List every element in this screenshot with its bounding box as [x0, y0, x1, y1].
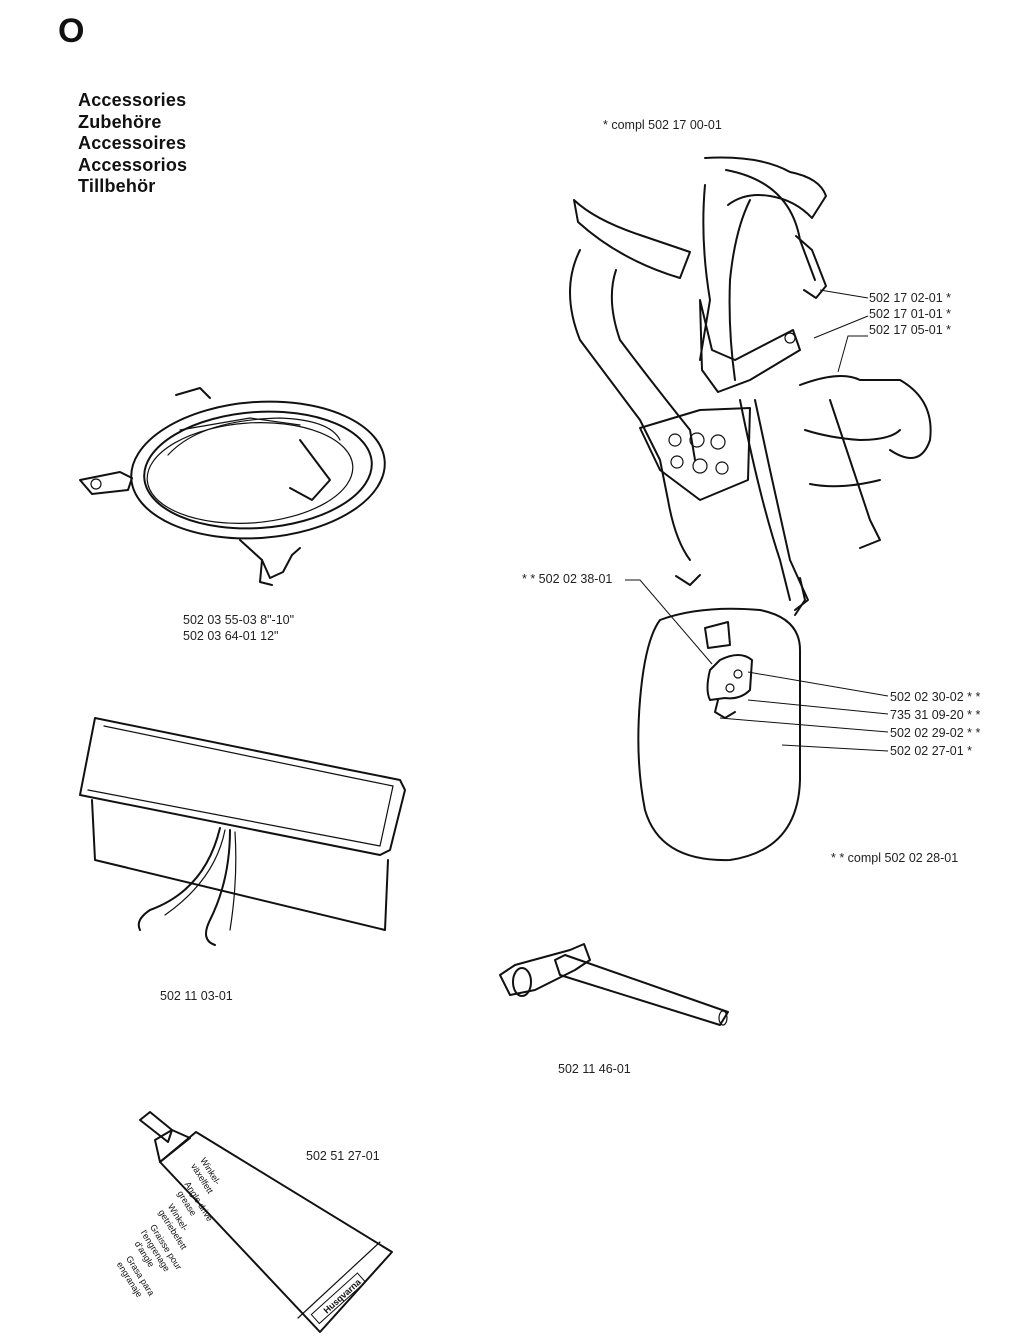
- tool-bag-drawing: [79, 717, 406, 946]
- guard-ring-part-1: 502 03 55-03 8"-10": [183, 613, 295, 627]
- tool-bag-label: 502 11 03-01: [160, 989, 233, 1003]
- hip-pad-part-4: 502 02 27-01 *: [890, 744, 973, 758]
- title-fr: Accessoires: [78, 133, 187, 153]
- hip-pad-part-labels: 502 02 30-02 * * 735 31 09-20 * * 502 02…: [890, 688, 980, 760]
- title-es: Accessorios: [78, 154, 188, 175]
- guard-ring-drawing: [79, 387, 386, 586]
- hip-pad-left-label: * * 502 02 38-01: [522, 572, 613, 586]
- hip-pad-part-1: 502 02 30-02 * *: [890, 690, 981, 704]
- tube-brand: Husqvarna: [322, 1276, 364, 1315]
- hip-pad-part-3: 502 02 29-02 * *: [890, 726, 981, 740]
- harness-part-labels: 502 17 02-01 * 502 17 01-01 * 502 17 05-…: [869, 290, 951, 338]
- guard-ring-part-2: 502 03 64-01 12": [183, 629, 279, 643]
- guard-ring-labels: 502 03 55-03 8"-10" 502 03 64-01 12": [183, 612, 294, 644]
- title-sv: Tillbehör: [78, 176, 156, 196]
- hip-pad-part-2: 735 31 09-20 * *: [890, 708, 981, 722]
- title-de: Zubehöre: [78, 111, 162, 132]
- harness-part-3: 502 17 05-01 *: [869, 323, 952, 337]
- grease-tube-drawing: Winkel- växelfett Angle drive grease Win…: [115, 1111, 393, 1333]
- harness-compl-label: * compl 502 17 00-01: [603, 118, 722, 132]
- harness-part-2: 502 17 01-01 *: [869, 307, 952, 321]
- section-titles: Accessories Zubehöre Accessoires Accesso…: [78, 90, 187, 198]
- title-en: Accessories: [78, 90, 187, 110]
- grease-label: 502 51 27-01: [306, 1149, 380, 1163]
- harness-part-1: 502 17 02-01 *: [869, 291, 952, 305]
- wrench-label: 502 11 46-01: [558, 1062, 631, 1076]
- hip-pad-compl-label: * * compl 502 02 28-01: [831, 851, 959, 865]
- leader-lines: [625, 289, 889, 752]
- hip-pad-drawing: [637, 607, 801, 862]
- section-letter: O: [58, 12, 85, 50]
- t-wrench-drawing: [499, 943, 729, 1026]
- harness-drawing: [569, 156, 932, 616]
